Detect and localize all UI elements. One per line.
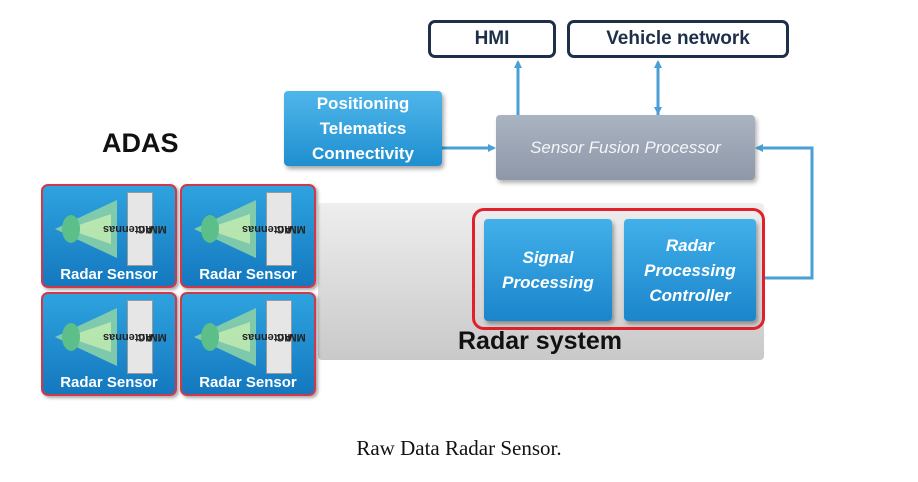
radar-sensor-label: Radar Sensor bbox=[199, 266, 297, 283]
processing-line: Processing bbox=[502, 273, 594, 292]
radar-sensor-label: Radar Sensor bbox=[60, 374, 158, 391]
telematics-line: Telematics bbox=[319, 119, 407, 138]
radar-processing-highlight bbox=[472, 208, 765, 330]
radar-processing-line: Processing bbox=[644, 260, 736, 280]
radar-beam-icon bbox=[55, 308, 117, 366]
radar-sensor-label: Radar Sensor bbox=[199, 374, 297, 391]
vehicle-network-box: Vehicle network bbox=[567, 20, 789, 58]
positioning-telematics-box: Positioning Telematics Connectivity bbox=[284, 91, 442, 166]
figure-caption: Raw Data Radar Sensor. bbox=[356, 436, 562, 460]
hmi-box: HMI bbox=[428, 20, 556, 58]
arrow-controller-to-fusion bbox=[755, 144, 814, 280]
mmic-text: MMIC bbox=[137, 223, 167, 235]
vehicle-network-label: Vehicle network bbox=[606, 28, 750, 49]
radar-processing-controller-box: Radar Processing Controller bbox=[624, 219, 756, 321]
hmi-label: HMI bbox=[474, 28, 510, 49]
connectivity-line: Connectivity bbox=[311, 144, 415, 163]
radar-system-label: Radar system bbox=[458, 327, 622, 355]
radar-line: Radar bbox=[665, 235, 715, 255]
signal-line: Signal bbox=[522, 248, 574, 267]
mmic-text: MMIC bbox=[276, 223, 306, 235]
sensor-fusion-label: Sensor Fusion Processor bbox=[530, 137, 721, 157]
radar-beam-icon bbox=[194, 308, 256, 366]
radar-beam-icon bbox=[194, 200, 256, 258]
signal-processing-box: Signal Processing bbox=[484, 219, 612, 321]
sensor-fusion-processor-box: Sensor Fusion Processor bbox=[496, 115, 755, 180]
controller-line: Controller bbox=[649, 285, 731, 305]
positioning-line: Positioning bbox=[316, 94, 410, 113]
adas-title: ADAS bbox=[102, 128, 179, 158]
radar-sensor-label: Radar Sensor bbox=[60, 266, 158, 283]
mmic-text: MMIC bbox=[137, 331, 167, 343]
radar-beam-icon bbox=[55, 200, 117, 258]
mmic-text: MMIC bbox=[276, 331, 306, 343]
